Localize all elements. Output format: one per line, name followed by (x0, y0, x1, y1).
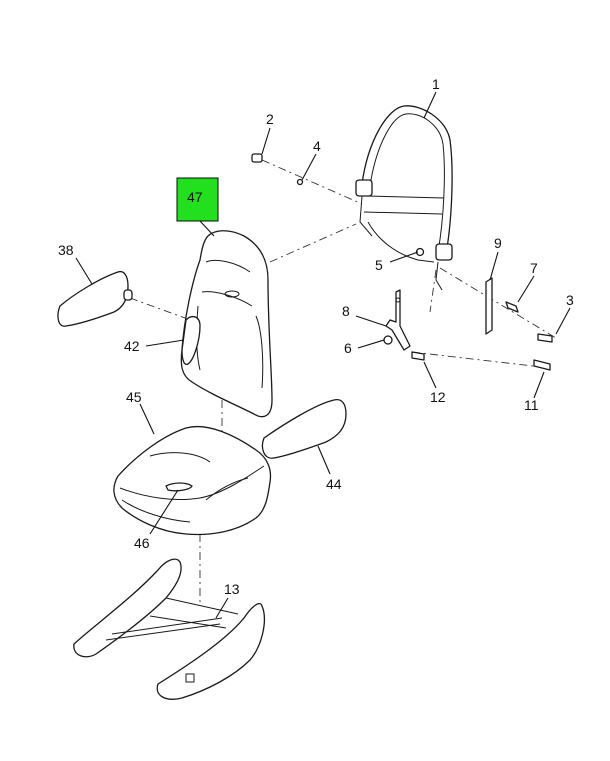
callout-label-12: 12 (430, 389, 446, 405)
callout-label-9: 9 (494, 235, 502, 251)
right-armrest-part-44 (261, 398, 347, 459)
leader-lines (75, 91, 571, 619)
recline-handle-part-42 (181, 315, 201, 366)
callout-label-3: 3 (566, 292, 574, 308)
seat-base-part-13 (73, 558, 265, 700)
hinge-bracket-part-8 (385, 289, 411, 351)
callout-label-42: 42 (124, 338, 140, 354)
callout-label-2: 2 (266, 111, 274, 127)
left-armrest-part-38 (57, 270, 133, 327)
washer-part-4 (296, 178, 304, 186)
callout-label-11: 11 (524, 397, 539, 413)
callout-label-8: 8 (342, 303, 350, 319)
callout-label-1: 1 (432, 76, 440, 92)
callout-label-38: 38 (58, 242, 74, 258)
callout-47-highlight (176, 177, 219, 222)
washer-part-6 (383, 335, 393, 345)
callout-label-7: 7 (530, 260, 538, 276)
callout-label-46: 46 (134, 535, 150, 551)
callout-label-44: 44 (326, 476, 342, 492)
seat-handle-part-46 (165, 482, 193, 492)
center-lines (129, 159, 557, 602)
callout-labels: 1 2 4 47 38 5 9 7 3 8 6 42 12 11 45 44 4… (58, 76, 574, 597)
fastener-part-2 (251, 153, 263, 163)
callout-label-13: 13 (224, 581, 240, 597)
bolt-part-3 (537, 333, 553, 343)
callout-label-4: 4 (313, 138, 321, 154)
bracket-part-9 (485, 277, 493, 335)
callout-label-5: 5 (375, 257, 383, 273)
callout-label-47: 47 (187, 189, 203, 205)
callout-label-6: 6 (344, 340, 352, 356)
callout-label-45: 45 (126, 389, 142, 405)
bolt-part-12 (411, 351, 425, 361)
seat-cushion-part-45 (113, 426, 272, 536)
seat-back-part-47 (180, 230, 273, 418)
bolt-part-7 (505, 301, 519, 313)
bolt-part-11 (533, 359, 551, 371)
back-frame-part-1 (355, 105, 453, 291)
